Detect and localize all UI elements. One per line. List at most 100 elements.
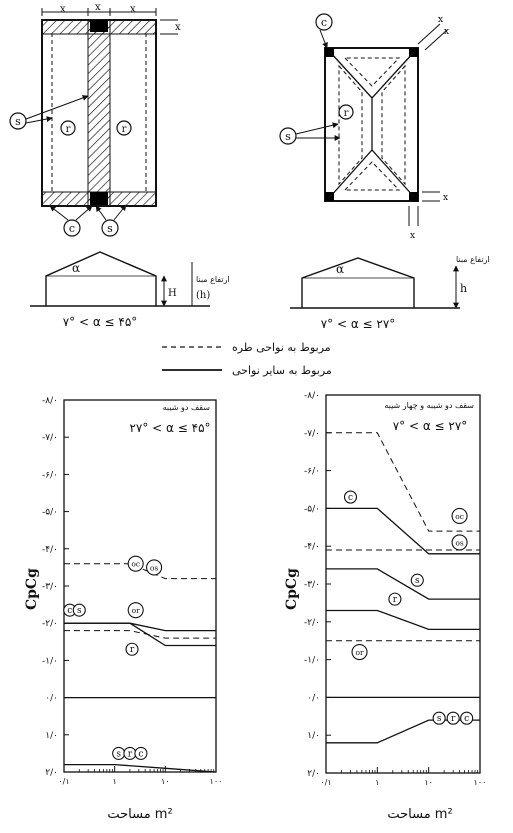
dim-x-3: x <box>130 4 136 15</box>
chart-right-title: سقف دو شیبه و چهار شیبه <box>384 401 474 410</box>
annotation-circle <box>134 746 148 760</box>
annotation-circle <box>351 643 368 661</box>
y-tick-label: -۳/۰ <box>42 582 58 592</box>
condition-left: ۷° < α ≤ ۴۵° <box>63 315 138 329</box>
annotation-label: r <box>393 595 398 605</box>
H-label-left: H <box>168 288 177 299</box>
annotation-label: os <box>455 538 464 547</box>
right-roof-plan: c r s x x x x <box>279 13 449 241</box>
annotation-label: c <box>348 493 353 503</box>
height-caption-right: ارتفاع مبنا <box>456 255 490 264</box>
chart-left-xlabel: مساحت m² <box>107 807 172 822</box>
annotation-label: r <box>130 645 135 655</box>
x-tick-label: ۱ <box>113 777 117 786</box>
dim-x-right-2: x <box>444 27 449 37</box>
h-label-left: (h) <box>196 290 210 301</box>
series-line <box>326 609 480 631</box>
y-tick-label: -۱/۰ <box>304 656 320 666</box>
annotation-label: oc <box>131 560 140 569</box>
dim-x-4: x <box>175 22 181 33</box>
annotation-label: c <box>67 606 72 616</box>
chart-left-ylabel: CpCg <box>24 568 40 610</box>
x-tick-label: ۱۰ <box>424 778 433 787</box>
dim-x-right-3: x <box>443 193 448 203</box>
series-line <box>64 763 217 773</box>
series-line <box>326 432 480 532</box>
y-tick-label: ۱/۰ <box>45 731 58 741</box>
annotation-circle <box>343 490 358 504</box>
x-tick-label: ۱۰ <box>161 777 170 786</box>
annotation-circle <box>72 603 86 617</box>
annotation-label: s <box>77 606 82 616</box>
label-r-left-1: r <box>66 124 71 135</box>
y-tick-label: ۲/۰ <box>45 768 58 778</box>
chart-left: سقف دو شیبه ۲۷° < α ≤ ۴۵° CpCg مساحت m² … <box>24 396 222 822</box>
x-tick-label: ۱۰۰ <box>474 778 487 787</box>
height-caption-left: ارتفاع مبنا <box>196 275 230 284</box>
label-s-right: s <box>285 130 291 143</box>
chart-right-ylabel: CpCg <box>284 568 300 610</box>
annotation-circle <box>432 711 446 725</box>
right-section: α h ارتفاع مبنا ۷° < α ≤ ۲۷° <box>290 255 490 331</box>
left-section: α H (h) ارتفاع مبنا ۷° < α ≤ ۴۵° <box>30 251 230 329</box>
label-c-left: c <box>69 222 75 235</box>
annotation-label: oc <box>455 512 464 521</box>
annotation-label: or <box>355 648 364 657</box>
y-tick-label: -۲/۰ <box>304 618 320 628</box>
annotation-circle <box>125 642 139 656</box>
annotation-label: or <box>132 606 141 615</box>
chart-left-title: سقف دو شیبه <box>163 403 211 412</box>
alpha-left: α <box>72 261 80 275</box>
y-tick-label: -۱/۰ <box>42 656 58 666</box>
y-tick-label: ۱/۰ <box>307 731 320 741</box>
y-tick-label: -۶/۰ <box>42 470 58 480</box>
y-tick-label: -۲/۰ <box>42 619 58 629</box>
annotation-label: c <box>138 749 143 759</box>
alpha-right: α <box>336 262 344 276</box>
annotation-label: s <box>437 714 442 724</box>
dim-x-1: x <box>60 4 66 15</box>
legend-solid-label: مربوط به سایر نواحی <box>232 364 332 377</box>
label-s-left-bottom: s <box>107 222 113 235</box>
annotation-label: c <box>464 714 469 724</box>
chart-left-condition: ۲۷° < α ≤ ۴۵° <box>129 421 210 435</box>
y-tick-label: -۸/۰ <box>304 391 320 401</box>
y-tick-label: ۲/۰ <box>307 769 320 779</box>
y-tick-label: -۴/۰ <box>304 542 320 552</box>
left-roof-plan: x x x x s r r c s <box>9 2 181 237</box>
y-tick-label: -۶/۰ <box>304 467 320 477</box>
series-line <box>326 507 480 555</box>
annotation-circle <box>446 711 460 725</box>
y-tick-label: -۷/۰ <box>42 433 58 443</box>
annotation-circle <box>460 711 474 725</box>
y-tick-label: ۰/۰ <box>45 694 58 704</box>
x-tick-label: ۰/۱ <box>58 777 69 786</box>
y-tick-label: -۵/۰ <box>304 504 320 514</box>
annotation-circle <box>410 573 424 587</box>
series-line <box>64 622 216 647</box>
series-line <box>326 568 480 600</box>
annotation-circle <box>451 534 468 551</box>
dim-x-2: x <box>95 2 101 13</box>
x-tick-label: ۱۰۰ <box>210 777 223 786</box>
annotation-label: r <box>128 749 133 759</box>
label-r-left-2: r <box>122 124 127 135</box>
h-label-right: h <box>460 282 467 295</box>
annotation-circle <box>127 602 144 619</box>
chart-right-xlabel: مساحت m² <box>387 807 452 822</box>
annotation-label: s <box>415 576 420 586</box>
label-r-right: r <box>344 108 349 119</box>
legend: مربوط به نواحی طره مربوط به سایر نواحی <box>162 341 332 377</box>
condition-right: ۷° < α ≤ ۲۷° <box>321 317 396 331</box>
annotation-circle <box>451 507 468 525</box>
y-tick-label: -۵/۰ <box>42 508 58 518</box>
annotation-circle <box>127 555 144 572</box>
annotation-label: os <box>150 563 159 572</box>
label-s-left: s <box>15 115 21 128</box>
chart-right-condition: ۷° < α ≤ ۲۷° <box>393 419 468 433</box>
annotation-label: s <box>116 749 121 759</box>
y-tick-label: -۳/۰ <box>304 580 320 590</box>
annotation-label: r <box>451 714 456 724</box>
annotation-circle <box>146 559 163 576</box>
